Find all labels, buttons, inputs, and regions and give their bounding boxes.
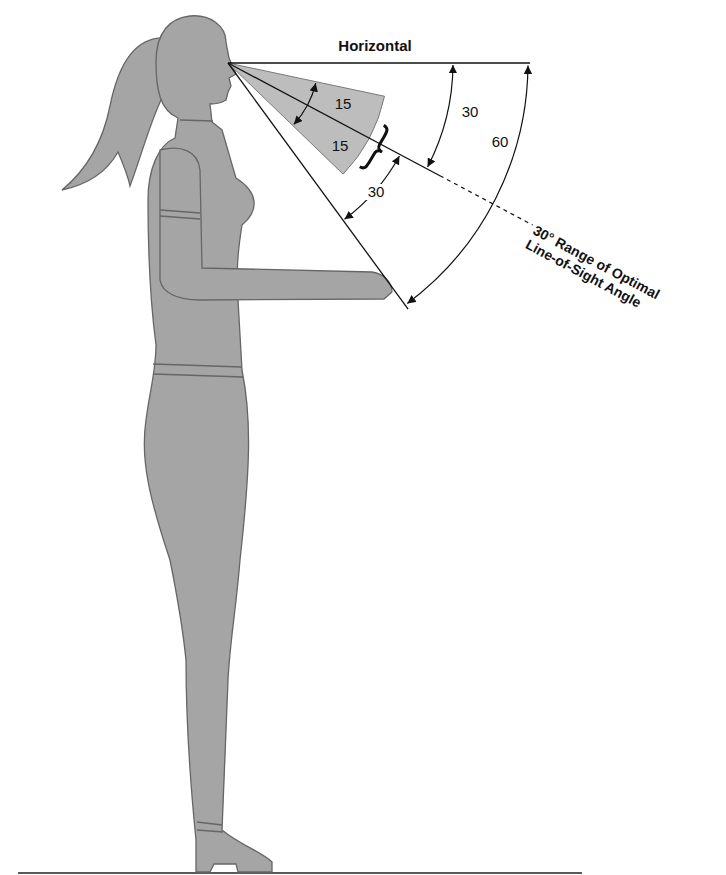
lower-sight-line xyxy=(228,63,408,309)
angle-value: 60 xyxy=(492,134,509,151)
collar-line xyxy=(180,120,213,121)
dashed-sight-extension xyxy=(440,176,533,225)
axis-label: Horizontal xyxy=(338,38,411,55)
woman-silhouette xyxy=(62,16,392,872)
range-caption: 30° Range of Optimal Line-of-Sight Angle xyxy=(523,222,695,334)
optimal-sight-line xyxy=(228,63,440,176)
ground-line xyxy=(18,872,582,874)
sleeve-band xyxy=(160,210,200,219)
ponytail xyxy=(62,38,166,190)
angle-value: 15 xyxy=(332,138,349,155)
fifteen-degree-arc xyxy=(294,83,316,124)
lower-thirty-arc xyxy=(345,156,400,219)
range-brace xyxy=(360,125,394,173)
upper-thirty-arc xyxy=(428,65,453,167)
belt-band xyxy=(153,364,243,377)
angle-value: 30 xyxy=(366,184,387,201)
angle-value: 15 xyxy=(335,96,352,113)
clothing-bands xyxy=(153,120,243,832)
sight-geometry xyxy=(228,63,533,309)
optimal-wedge xyxy=(228,63,385,174)
arm xyxy=(160,148,392,300)
body xyxy=(144,16,272,872)
angle-value: 30 xyxy=(462,104,479,121)
sixty-degree-arc xyxy=(407,66,528,304)
horizontal-line xyxy=(228,62,530,63)
ankle-band xyxy=(197,822,223,832)
